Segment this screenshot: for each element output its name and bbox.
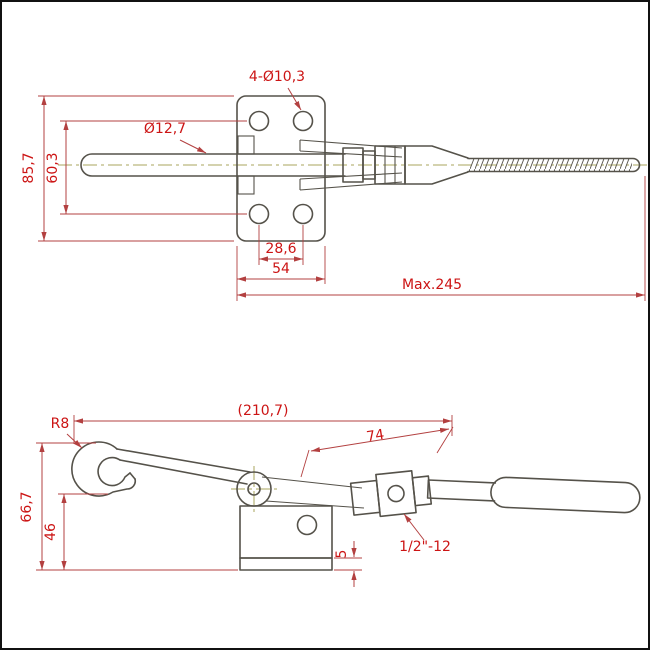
pivot-centerline: [231, 466, 277, 512]
dim-plate-thickness: 5: [334, 550, 350, 559]
u-bolt-rod: [80, 153, 346, 177]
base-bracket: [239, 505, 333, 571]
dim-inner-height: 60,3: [45, 152, 61, 183]
dim-overall-height: 85,7: [21, 152, 37, 183]
mounting-hole: [248, 110, 270, 132]
mounting-hole: [292, 203, 314, 225]
thread-hatching: [469, 159, 632, 172]
label-hook-radius: R8: [51, 416, 70, 432]
top-view-dimensions: 85,7 60,3 Ø12,7 4-Ø10,3 28,6 54: [21, 69, 646, 301]
label-thread: 1/2"-12: [399, 539, 451, 555]
lever-fork-arms: [299, 139, 403, 191]
latch-hook: [71, 441, 137, 497]
threaded-rod: [467, 157, 641, 173]
handle: [426, 476, 641, 514]
mounting-hole: [248, 203, 270, 225]
pivot-pin: [247, 482, 261, 496]
label-rod-diameter: Ø12,7: [144, 121, 186, 137]
bracket-tab: [237, 135, 255, 155]
dim-max-length: Max.245: [402, 277, 462, 293]
bracket-hole: [296, 514, 318, 536]
mounting-plate: [236, 95, 326, 242]
handle-grip: [490, 476, 641, 514]
base-flange: [239, 557, 333, 571]
side-view-dimensions: (210,7) R8 74 66,7 46 5 1: [19, 403, 454, 587]
dim-lever-length: 74: [365, 427, 385, 446]
label-holes: 4-Ø10,3: [249, 69, 305, 85]
clevis-fork: [404, 145, 469, 185]
dim-side-overall-height: 66,7: [19, 491, 35, 522]
u-bolt-arm: [116, 448, 251, 485]
dim-overall-length: (210,7): [237, 403, 288, 419]
bracket-tab: [237, 175, 255, 195]
mounting-hole: [292, 110, 314, 132]
clevis-assembly: [349, 470, 433, 518]
side-view: (210,7) R8 74 66,7 46 5 1: [19, 403, 641, 587]
top-view: 85,7 60,3 Ø12,7 4-Ø10,3 28,6 54: [21, 69, 648, 301]
dim-hook-height: 46: [43, 523, 59, 541]
clevis-pin: [387, 484, 405, 503]
dim-hole-spacing: 28,6: [265, 241, 296, 257]
toggle-link: [261, 476, 365, 509]
dim-plate-width: 54: [272, 261, 290, 277]
